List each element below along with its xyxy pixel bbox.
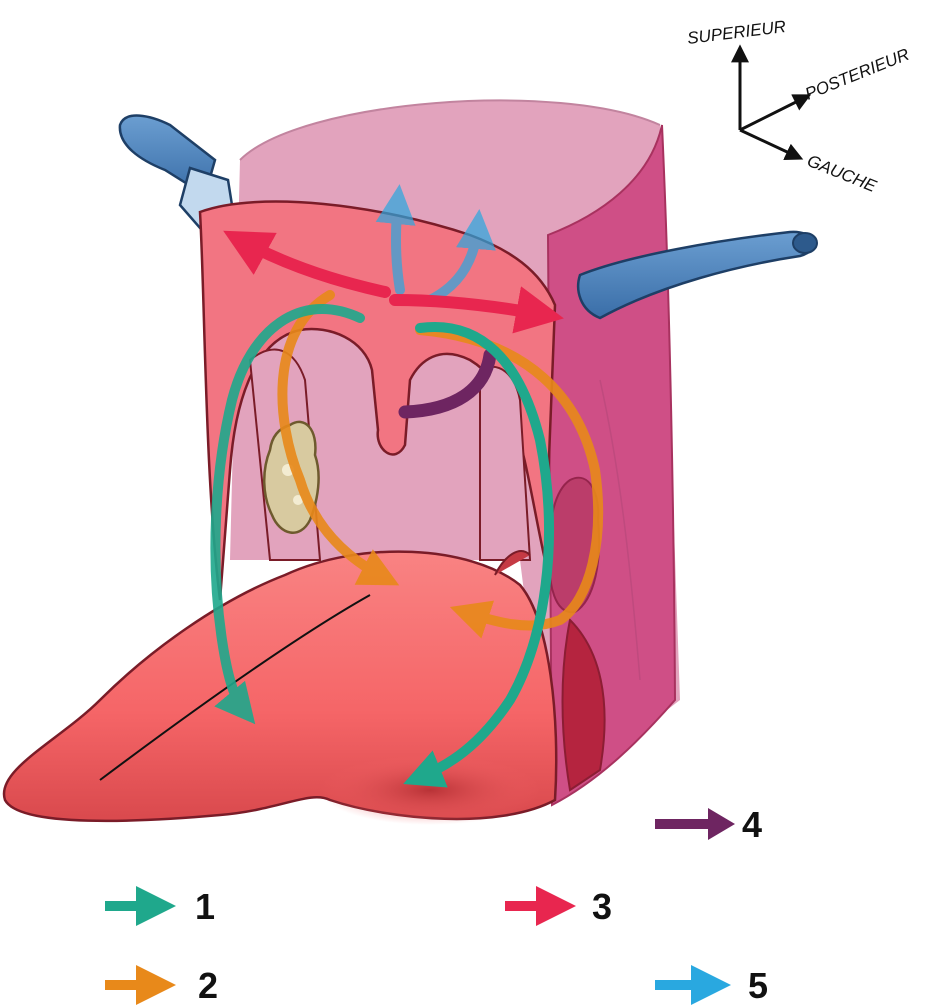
legend-label-1: 1 bbox=[195, 886, 215, 927]
legend-item-1: 1 bbox=[105, 886, 215, 927]
legend: 1 2 3 4 5 bbox=[105, 804, 768, 1006]
legend-label-4: 4 bbox=[742, 804, 762, 845]
legend-label-5: 5 bbox=[748, 965, 768, 1006]
tongue bbox=[4, 551, 556, 825]
legend-label-3: 3 bbox=[592, 886, 612, 927]
left-axis-arrow bbox=[740, 130, 800, 158]
legend-item-5: 5 bbox=[655, 965, 768, 1006]
orientation-axes: SUPERIEUR POSTERIEUR GAUCHE bbox=[686, 17, 912, 196]
superior-label: SUPERIEUR bbox=[686, 17, 787, 48]
posterior-label: POSTERIEUR bbox=[802, 45, 912, 104]
legend-item-2: 2 bbox=[105, 965, 218, 1006]
arrow-5-left-up bbox=[396, 200, 400, 290]
right-vessel-opening bbox=[793, 233, 817, 253]
left-label: GAUCHE bbox=[805, 151, 880, 196]
legend-label-2: 2 bbox=[198, 965, 218, 1006]
tongue-base-shadow bbox=[320, 755, 540, 825]
legend-arrowhead-4 bbox=[708, 808, 735, 840]
legend-item-4: 4 bbox=[655, 804, 762, 845]
posterior-axis-arrow bbox=[740, 96, 808, 130]
legend-item-3: 3 bbox=[505, 886, 612, 927]
